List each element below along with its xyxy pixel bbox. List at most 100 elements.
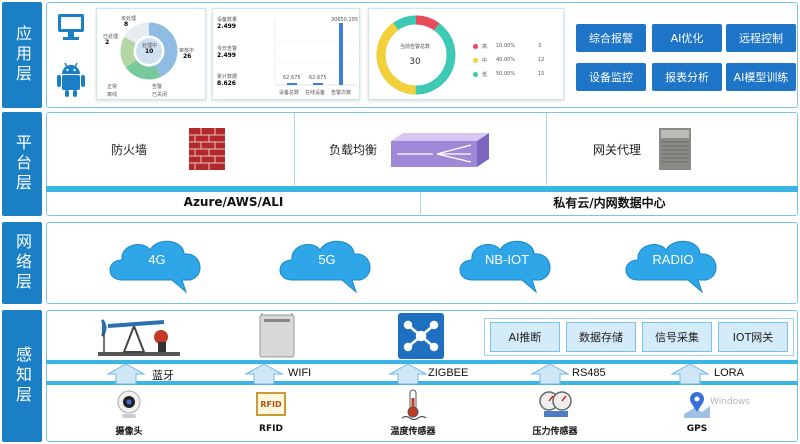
android-icon xyxy=(57,62,85,97)
device-pressure-label: 压力传感器 xyxy=(532,427,578,437)
server-icon xyxy=(659,128,692,170)
legend-name: 中 xyxy=(482,57,488,64)
donut-value-3: 26 xyxy=(183,53,192,60)
bar-2 xyxy=(339,23,343,85)
load-balancer-label: 负载均衡 xyxy=(329,142,378,157)
arrow-up-icon xyxy=(388,364,428,385)
alarm-ring-panel: 当前告警总数 30 高 10.00% 3 中 40.00% 12 低 50.00… xyxy=(368,8,564,100)
donut-legend-0: 正常 xyxy=(107,84,118,90)
stat-value-1: 2.499 xyxy=(217,52,236,59)
arrow-up-icon xyxy=(244,364,284,385)
donut-legend-2: 离线 xyxy=(107,92,118,98)
camera-icon xyxy=(117,390,141,418)
bar-label-2: 告警次数 xyxy=(331,90,352,96)
rfid-icon: RFID xyxy=(256,392,286,416)
donut-legend-3: 已关闭 xyxy=(152,92,168,98)
donut-label-0: 未处理 xyxy=(121,16,137,22)
gps-pin-icon xyxy=(684,392,710,418)
windows-watermark: Windows xyxy=(710,397,751,407)
status-donut-panel: 未处理 8 已处理 2 处理中 10 审核中 26 正常 告警 离线 已关闭 xyxy=(96,8,206,100)
stat-value-0: 2.499 xyxy=(217,23,236,30)
bar-label-0: 设备总数 xyxy=(279,90,300,96)
cloud-5g: 5G xyxy=(272,232,382,294)
ai-training-button[interactable]: AI模型训练 xyxy=(726,63,796,91)
legend-dot-icon xyxy=(473,71,478,77)
cloud-icon xyxy=(109,240,201,294)
perception-divider-bottom xyxy=(46,381,798,385)
bar-value-2: 30650.205 xyxy=(331,17,359,23)
thermometer-icon xyxy=(401,389,427,420)
arrow-up-icon xyxy=(530,364,570,385)
ai-inference-button[interactable]: AI推断 xyxy=(490,322,560,352)
bar-stats-panel: 设备数量 2.499 今日告警 2.499 累计数据 8.626 62.675 … xyxy=(212,8,360,100)
layer-label-network: 网络层 xyxy=(2,222,42,304)
cloud-label: 4G xyxy=(148,252,166,267)
device-monitor-button[interactable]: 设备监控 xyxy=(576,63,646,91)
cloud-divider xyxy=(420,192,421,214)
cloud-label: RADIO xyxy=(652,252,694,267)
ring-center-title: 当前告警总数 xyxy=(399,44,430,50)
data-storage-button[interactable]: 数据存储 xyxy=(566,322,636,352)
protocol-zigbee: ZIGBEE xyxy=(428,367,469,379)
protocol-lora: LORA xyxy=(714,367,744,379)
legend-pct: 40.00% xyxy=(496,57,516,63)
stat-label-0: 设备数量 xyxy=(217,17,238,23)
bar-value-1: 62.675 xyxy=(309,75,327,81)
firewall-icon xyxy=(189,128,226,170)
legend-name: 高 xyxy=(482,43,488,50)
bar-1 xyxy=(313,83,323,85)
network-hub-icon xyxy=(398,313,444,359)
ring-legend: 高 10.00% 3 中 40.00% 12 低 50.00% 15 xyxy=(473,39,561,81)
arrow-up-icon xyxy=(670,364,710,385)
ring-legend-row: 中 40.00% 12 xyxy=(473,53,561,67)
legend-name: 低 xyxy=(482,71,488,78)
legend-dot-icon xyxy=(473,43,478,49)
ai-optimize-button[interactable]: AI优化 xyxy=(652,24,722,52)
alarm-button[interactable]: 综合报警 xyxy=(576,24,646,52)
protocol-wifi: WIFI xyxy=(288,367,312,379)
firewall-label: 防火墙 xyxy=(111,142,148,157)
device-rfid-label: RFID xyxy=(259,424,283,434)
rfid-icon-text: RFID xyxy=(260,399,282,409)
device-camera-label: 摄像头 xyxy=(115,427,143,437)
gateway-cell: 网关代理 xyxy=(547,113,797,185)
layer-label-perception: 感知层 xyxy=(2,310,42,442)
arrow-up-icon xyxy=(106,364,146,385)
cloud-4g: 4G xyxy=(102,232,212,294)
remote-control-button[interactable]: 远程控制 xyxy=(726,24,796,52)
ring-legend-row: 高 10.00% 3 xyxy=(473,39,561,53)
platform-divider xyxy=(46,186,798,192)
status-donut-chart xyxy=(120,22,178,80)
cloud-icon xyxy=(459,240,551,294)
pressure-gauge-icon xyxy=(539,391,572,417)
load-balancer-cell: 负载均衡 xyxy=(295,113,547,185)
ring-center-value: 30 xyxy=(409,57,421,67)
donut-value-1: 2 xyxy=(105,39,110,46)
cloud-nb-iot: NB-IOT xyxy=(452,232,562,294)
cloud-icon xyxy=(625,240,717,294)
perception-divider-top xyxy=(46,360,798,364)
legend-pct: 10.00% xyxy=(496,43,516,49)
cloud-icon xyxy=(279,240,371,294)
layer-label-application: 应用层 xyxy=(2,2,42,108)
protocol-bluetooth: 蓝牙 xyxy=(152,370,174,382)
stat-label-2: 累计数据 xyxy=(217,74,238,80)
device-temp-label: 温度传感器 xyxy=(390,427,436,437)
signal-collect-button[interactable]: 信号采集 xyxy=(642,322,712,352)
bar-chart xyxy=(274,19,357,86)
public-cloud-label: Azure/AWS/ALI xyxy=(183,195,284,209)
protocol-rs485: RS485 xyxy=(572,367,606,379)
donut-legend-1: 告警 xyxy=(152,84,163,90)
donut-label-2: 处理中 xyxy=(142,43,158,49)
iot-gateway-button[interactable]: IOT网关 xyxy=(718,322,788,352)
legend-count: 12 xyxy=(538,57,545,63)
load-balancer-icon xyxy=(391,133,490,167)
stat-value-2: 8.626 xyxy=(217,80,236,87)
report-analysis-button[interactable]: 报表分析 xyxy=(652,63,722,91)
pump-jack-icon xyxy=(98,319,180,356)
bar-0 xyxy=(287,83,297,85)
bar-value-0: 62.675 xyxy=(283,75,301,81)
donut-label-3: 审核中 xyxy=(179,48,195,54)
bar-label-1: 在线设备 xyxy=(305,90,326,96)
donut-value-2: 10 xyxy=(145,48,154,55)
